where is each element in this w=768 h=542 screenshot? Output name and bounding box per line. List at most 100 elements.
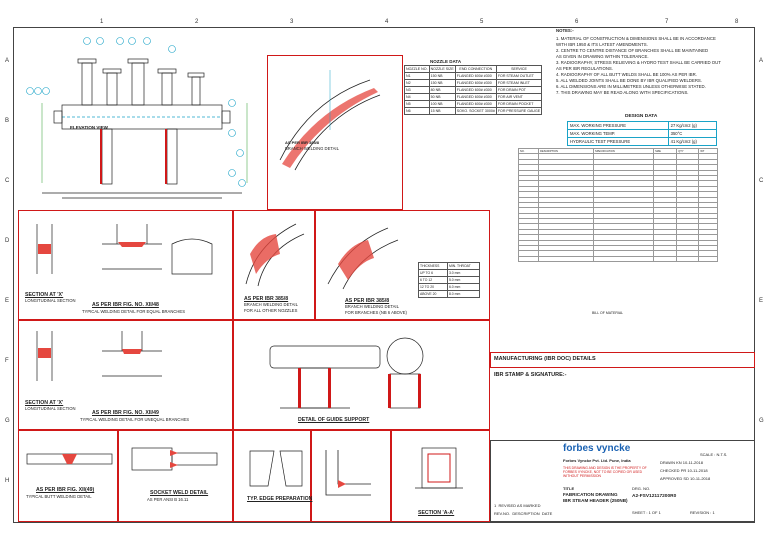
sheet-info: SHEET : 1 OF 1 (632, 510, 661, 515)
note-line: WITH IBR 1950 & ITS LATEST AMENDMENTS. (556, 42, 648, 47)
bom-row (517, 196, 718, 203)
note-line: AS PER IBR REGULATIONS. (556, 66, 613, 71)
nozzle-col-end: END CONNECTION (454, 65, 497, 73)
section-box-socket (118, 430, 233, 522)
edge-prep-caption: TYP. EDGE PREPARATION (247, 496, 313, 502)
notes-title: NOTES:- (556, 28, 574, 33)
section-box-edge (233, 430, 311, 522)
section-equal-drawing (36, 224, 213, 275)
drawing-number: A2-FSV12117200R0 (632, 494, 677, 499)
copyright-warning: THIS DRAWING AND DESIGN IS THE PROPERTY … (563, 466, 647, 478)
zone-row-a-right: A (759, 58, 764, 64)
sign-drawn: DRAWN KN 10-11-2018 (660, 460, 703, 465)
ibr-fig-caption: AS PER IBR FIG. NO. XII/48 (92, 302, 159, 308)
note-line: 4. RADIOGRAPHY OF ALL BUTT WELDS SHALL B… (556, 72, 697, 77)
note-line: 7. THIS DRAWING MAY BE READ ALONG WITH S… (556, 90, 689, 95)
note-line: 2. CENTRE TO CENTRE DISTANCE OF BRANCHES… (556, 48, 709, 53)
branch-detail-drawing (327, 227, 399, 290)
butt-weld-drawing (26, 453, 113, 465)
zone-row-c-right: C (759, 178, 764, 184)
zone-col-7: 7 (665, 19, 669, 25)
drawing-frame (13, 27, 755, 523)
zone-row-e-right: E (759, 298, 764, 304)
drg-label: DRG. NO. (632, 486, 651, 491)
note-line: AS GIVEN IN DRAWING WITHIN TOLERANCE. (556, 54, 649, 59)
bom-footer: BILL OF MATERIAL (592, 311, 624, 315)
section-x2-caption: SECTION AT 'X' (25, 400, 64, 406)
nozzle-table-header: NOZZLE NO. NOZZLE SIZE END CONNECTION SE… (404, 65, 543, 73)
company-logo: forbes vyncke (563, 443, 631, 454)
section-box-top-detail (267, 55, 403, 210)
section-x2-subcaption: LONGITUDINAL SECTION (25, 406, 76, 411)
zone-col-1: 1 (100, 19, 104, 25)
note-line: 5. ALL WELDED JOINTS SHALL BE DONE BY IB… (556, 78, 702, 83)
rev-header: REV.NO. DESCRIPTION DATE (494, 511, 553, 516)
note-line: 1. MATERIAL OF CONSTRUCTION & DIMENSIONS… (556, 36, 716, 41)
top-detail-caption: AS PER IBR 385/8 (285, 140, 320, 145)
zone-row-f: F (5, 358, 9, 364)
scale-info: SCALE : N.T.S. (700, 452, 728, 457)
drawing-title: FABRICATION DRAWING (563, 492, 618, 497)
branch-weld-detail-drawing (325, 450, 371, 496)
top-detail-subcaption: BRANCH WELDING DETAIL (285, 146, 339, 151)
section-box-butt (18, 430, 118, 522)
mid1-subcaption: BRANCH WELDING DETAIL (244, 302, 298, 307)
mid2-subcaption: BRANCH WELDING DETAIL (345, 304, 399, 309)
section-aa-caption: SECTION 'A-A' (418, 510, 455, 516)
zone-col-6: 6 (575, 19, 579, 25)
ibr-stamp-label: IBR STAMP & SIGNATURE:- (494, 372, 567, 378)
zone-col-8: 8 (735, 19, 739, 25)
company-line: Forbes Vyncke Pvt. Ltd. Pune, India (563, 458, 631, 463)
design-data-title: DESIGN DATA (625, 114, 658, 119)
title-block (490, 440, 755, 522)
bom-row (517, 255, 718, 263)
zone-row-d: D (5, 238, 10, 244)
nozzle-table: NOZZLE NO. NOZZLE SIZE END CONNECTION SE… (404, 65, 543, 115)
drawing-subtitle: IBR STEAM HEADER (250NB) (563, 498, 628, 503)
section-aa-drawing (415, 447, 463, 489)
mid1-subcaption2: FOR ALL OTHER NOZZLES (244, 308, 298, 313)
sign-checked: CHECKED PR 10-11-2018 (660, 468, 708, 473)
socket-weld-caption: SOCKET WELD DETAIL (150, 490, 209, 496)
rev-row: 1 REVISED AS MARKED (494, 503, 541, 508)
mid2-caption: AS PER IBR 385/8 (345, 298, 390, 304)
top-detail-drawing (279, 70, 381, 171)
nozzle-col-service: SERVICE (495, 65, 543, 73)
socket-weld-drawing (131, 447, 218, 471)
mid1-caption: AS PER IBR 385/8 (244, 296, 289, 302)
zone-row-a: A (5, 58, 10, 64)
ibr-fig-subcaption: TYPICAL WELDING DETAIL FOR EQUAL BRANCHE… (82, 309, 186, 314)
ibr-fig2-caption: AS PER IBR FIG. NO. XII/49 (92, 410, 159, 416)
ibr-fig2-subcaption: TYPICAL WELDING DETAIL FOR UNEQUAL BRANC… (80, 417, 190, 422)
section-box-equal (18, 210, 233, 320)
butt-weld-subcaption: TYPICAL BUTT WELDING DETAIL (26, 494, 92, 499)
section-box-sectionaa (391, 430, 490, 522)
design-row: MAX. WORKING TEMP.350°C (567, 129, 718, 138)
title-label: TITLE (563, 486, 575, 491)
nozzle-col-size: NOZZLE SIZE (428, 65, 456, 73)
note-line: 6. ALL DIMENSIONS ARE IN MILLIMETRES UNL… (556, 84, 706, 89)
edge-prep-drawing (249, 450, 303, 487)
zone-col-5: 5 (480, 19, 484, 25)
section-box-unequal (18, 320, 233, 430)
zone-row-b: B (5, 118, 10, 124)
mid-detail-drawing (245, 223, 305, 287)
mfg-box (490, 352, 755, 368)
guide-support-drawing (269, 337, 424, 409)
zone-row-g: G (5, 418, 10, 424)
guide-support-caption: DETAIL OF GUIDE SUPPORT (298, 417, 370, 423)
